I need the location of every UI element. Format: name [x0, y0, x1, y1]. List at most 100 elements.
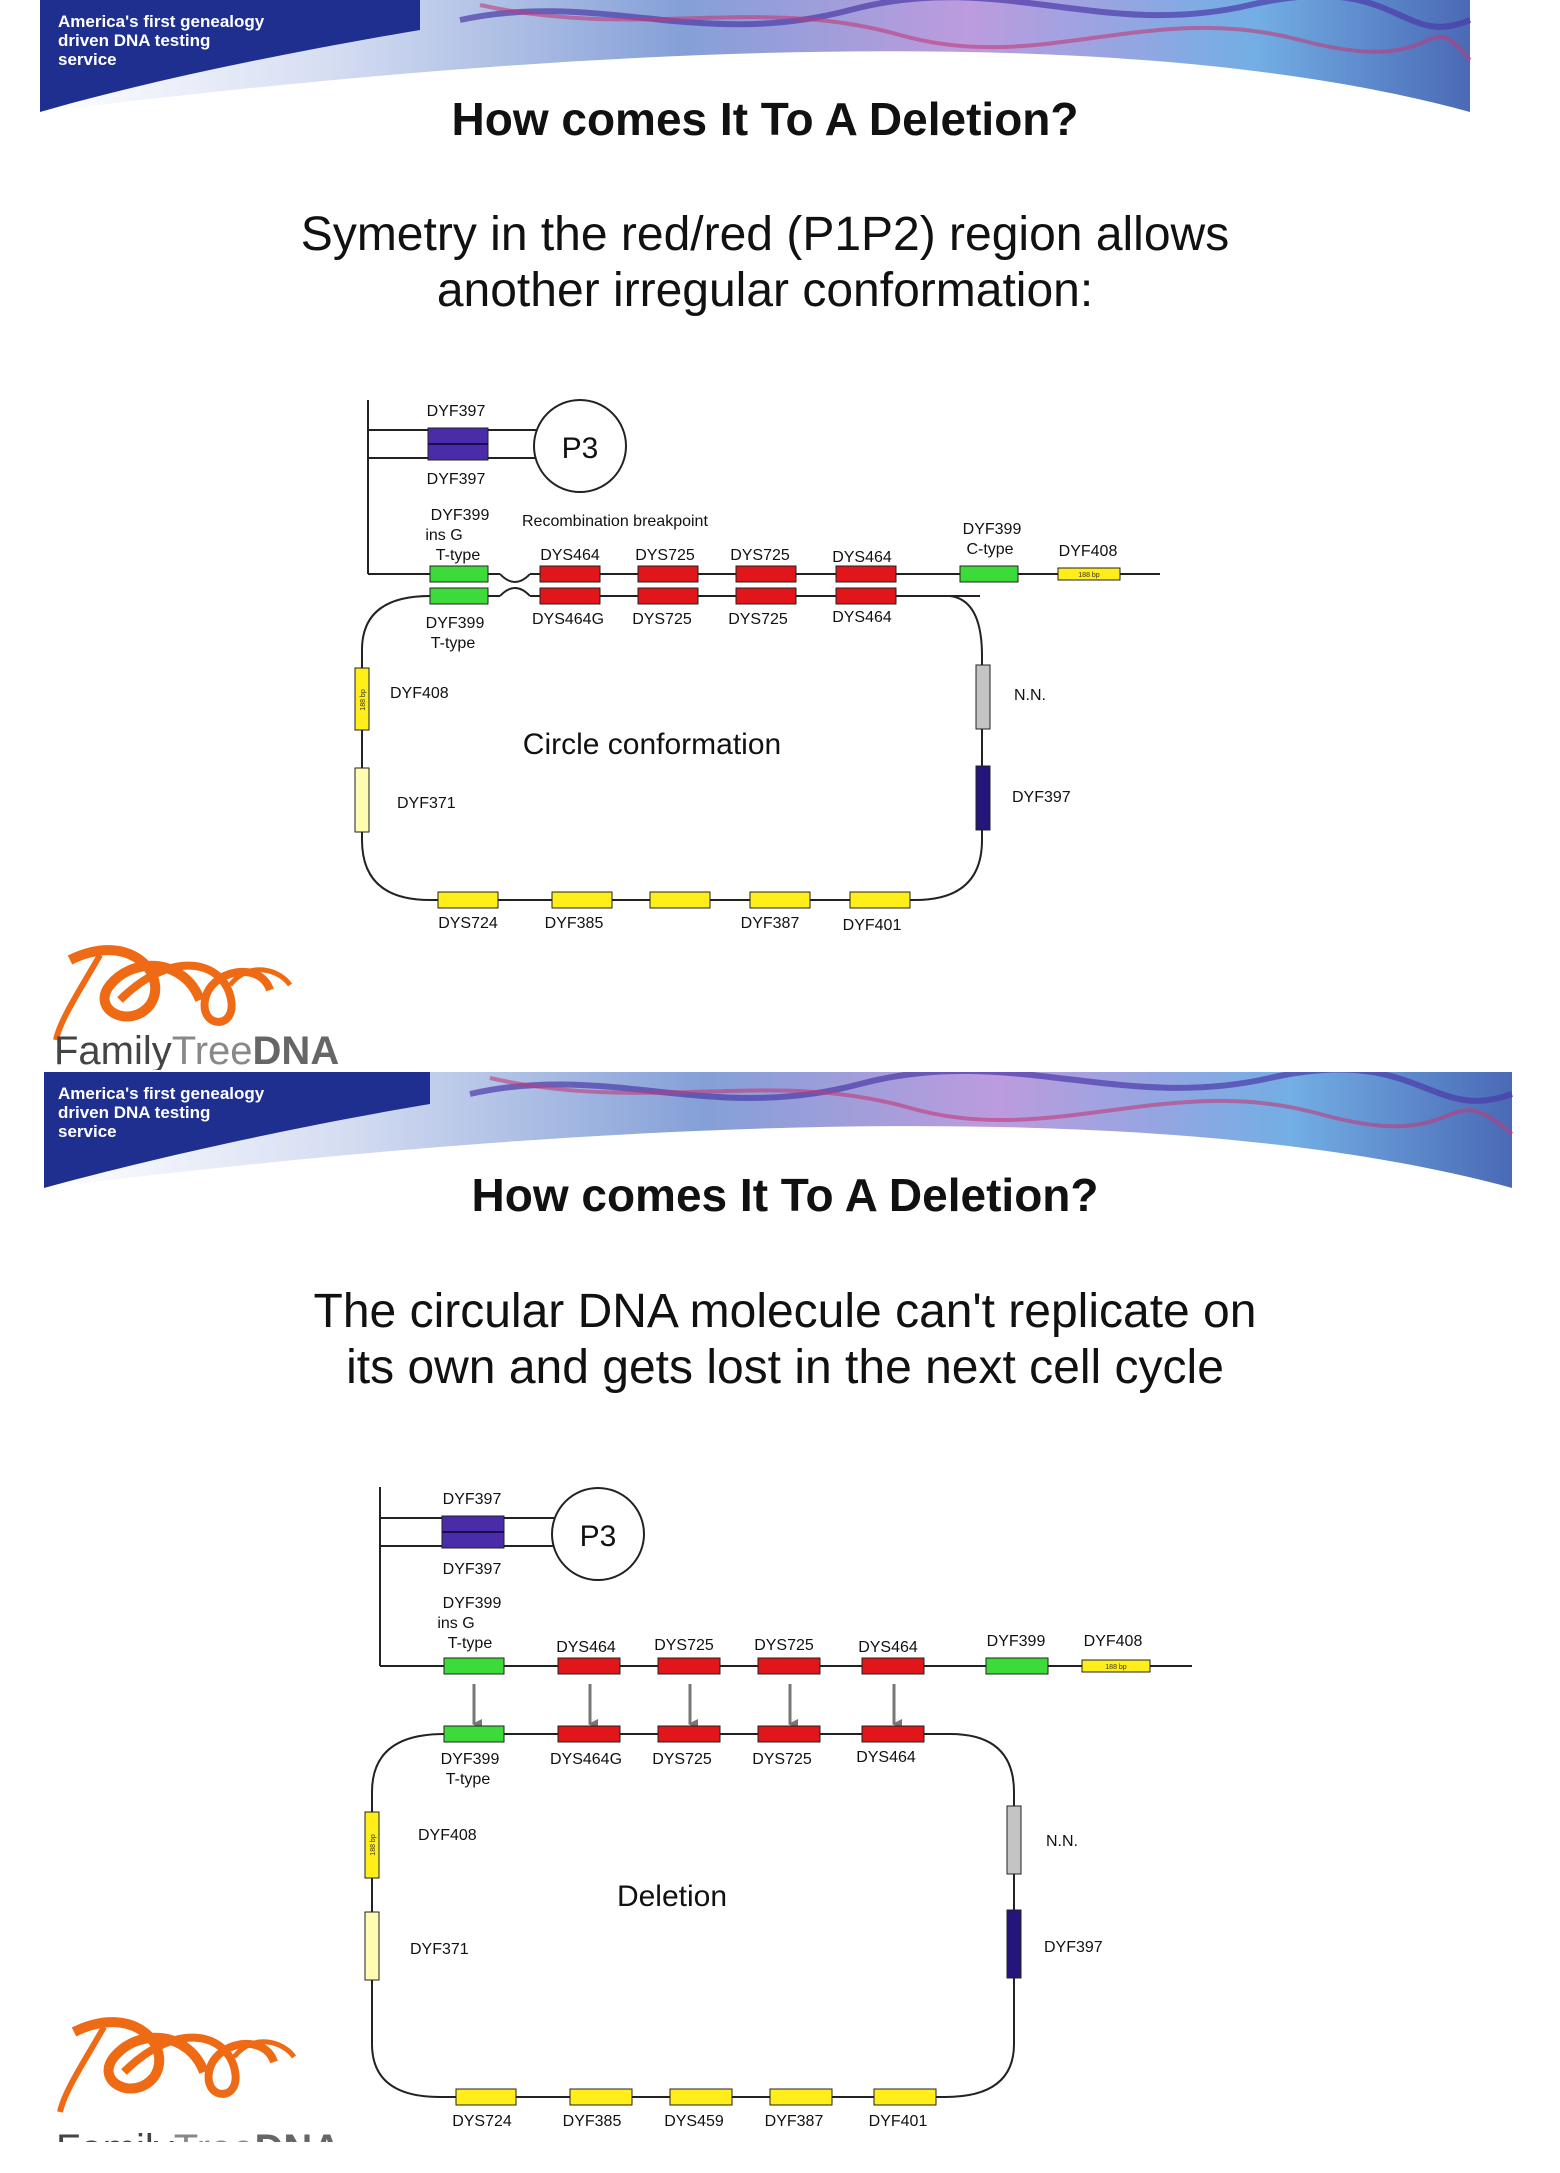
diagram-1: 188 bp 188 bp DYF397 P3 DYF397 DYF399 in… — [354, 399, 1160, 934]
tagline: America's first genealogy driven DNA tes… — [58, 1084, 265, 1141]
logo-part-family: Family — [54, 1029, 172, 1070]
label-bottom-4: DYF387 — [765, 2113, 824, 2130]
red-repeat-l4 — [835, 587, 897, 605]
yellow-repeat-b4 — [749, 891, 811, 909]
label-lower-red-2: DYS725 — [652, 1751, 712, 1768]
label-dyf408-left: DYF408 — [418, 1827, 477, 1844]
yellow-repeat-b2 — [569, 2088, 633, 2106]
slide-2-graphics: 188 bp 188 bp DYF397 — [44, 1072, 1514, 2142]
red-repeat-l3 — [757, 1725, 821, 1743]
label-bottom-5: DYF401 — [869, 2113, 928, 2130]
dyf371-box — [364, 1911, 380, 1981]
label-nn: N.N. — [1014, 687, 1046, 704]
red-repeat-l2 — [657, 1725, 721, 1743]
label-dyf399-insg-2: ins G — [425, 527, 462, 544]
label-upper-red-2: DYS725 — [635, 547, 695, 564]
logo-part-tree: Tree — [174, 2127, 255, 2142]
label-circle-conformation: Circle conformation — [523, 728, 781, 761]
label-dyf399-insg-3: T-type — [436, 547, 481, 564]
label-top-dyf397: DYF397 — [443, 1491, 502, 1508]
red-repeat-l3 — [735, 587, 797, 605]
dyf408-right-box — [1057, 567, 1121, 581]
label-dyf397-right: DYF397 — [1012, 789, 1071, 806]
slide-title: How comes It To A Deletion? — [451, 93, 1079, 145]
slide-title: How comes It To A Deletion? — [471, 1169, 1099, 1221]
bp-left-label: 188 bp — [360, 689, 367, 711]
label-dyf399-ttype-1: DYF399 — [441, 1751, 500, 1768]
red-repeat-u1 — [539, 565, 601, 583]
family-tree-dna-logo-icon — [57, 2017, 297, 2113]
dyf399-ttype-box — [429, 587, 489, 605]
red-repeat-u4 — [835, 565, 897, 583]
yellow-repeat-b4 — [769, 2088, 833, 2106]
dyf397-right-box — [1006, 1909, 1022, 1979]
yellow-repeat-b5 — [873, 2088, 937, 2106]
label-dyf399-ctype-1: DYF399 — [963, 521, 1022, 538]
red-repeat-l4 — [861, 1725, 925, 1743]
yellow-repeat-b3 — [649, 891, 711, 909]
slide-subtitle: Symetry in the red/red (P1P2) region all… — [300, 208, 1230, 317]
label-dyf399-right: DYF399 — [987, 1633, 1046, 1650]
dyf408-left-box — [364, 1811, 380, 1879]
label-dyf408-left: DYF408 — [390, 685, 449, 702]
diagram-2: 188 bp 188 bp DYF397 — [364, 1487, 1192, 2130]
dyf397-right-box — [975, 765, 991, 831]
slide-subtitle: The circular DNA molecule can't replicat… — [313, 1285, 1257, 1394]
bp-right-label: 188 bp — [1105, 1664, 1127, 1671]
family-tree-dna-logo-icon — [53, 945, 293, 1041]
dyf399-ctype-box — [959, 565, 1019, 583]
label-dyf408-right: DYF408 — [1084, 1633, 1143, 1650]
red-repeat-u3 — [735, 565, 797, 583]
slide-1-graphics: 188 bp 188 bp DYF397 P3 DYF397 DYF399 in… — [40, 0, 1472, 1070]
label-p3: P3 — [580, 1520, 617, 1553]
red-repeat-l1 — [557, 1725, 621, 1743]
label-dyf399-insg-3: T-type — [448, 1635, 493, 1652]
nn-box — [975, 664, 991, 730]
label-lower-red-3: DYS725 — [752, 1751, 812, 1768]
yellow-repeat-b5 — [849, 891, 911, 909]
red-repeat-u1 — [557, 1657, 621, 1675]
tagline: America's first genealogy driven DNA tes… — [58, 12, 265, 69]
label-top-dyf397: DYF397 — [427, 403, 486, 420]
red-repeat-u2 — [657, 1657, 721, 1675]
label-bottom-1: DYS724 — [452, 2113, 512, 2130]
dna-helix-banner-icon — [40, 0, 1472, 112]
label-bottom-3: DYS459 — [664, 2113, 724, 2130]
label-upper-red-4: DYS464 — [858, 1639, 918, 1656]
slide-2: 188 bp 188 bp DYF397 — [0, 1072, 1560, 2142]
slide-1: 188 bp 188 bp DYF397 P3 DYF397 DYF399 in… — [0, 0, 1560, 1070]
label-upper-red-1: DYS464 — [540, 547, 600, 564]
label-bottom-dyf397: DYF397 — [427, 471, 486, 488]
yellow-repeat-b2 — [551, 891, 613, 909]
label-dyf371: DYF371 — [410, 1941, 469, 1958]
logo-part-tree: Tree — [172, 1029, 253, 1070]
p3-loop — [533, 399, 627, 493]
nn-box — [1006, 1805, 1022, 1875]
label-dyf399-insg-1: DYF399 — [431, 507, 490, 524]
logo-part-family: Family — [56, 2127, 174, 2142]
label-nn: N.N. — [1046, 1833, 1078, 1850]
label-deletion: Deletion — [617, 1880, 727, 1913]
label-dyf399-ttype-2: T-type — [431, 635, 476, 652]
dna-helix-banner-icon — [44, 1072, 1514, 1188]
dyf371-box — [354, 767, 370, 833]
label-lower-red-1: DYS464G — [550, 1751, 622, 1768]
label-upper-red-2: DYS725 — [654, 1637, 714, 1654]
label-upper-red-1: DYS464 — [556, 1639, 616, 1656]
label-dyf399-ctype-2: C-type — [966, 541, 1013, 558]
label-dyf399-insg-2: ins G — [437, 1615, 474, 1632]
dyf399-right-box — [985, 1657, 1049, 1675]
red-repeat-u4 — [861, 1657, 925, 1675]
label-upper-red-3: DYS725 — [754, 1637, 814, 1654]
red-repeat-u2 — [637, 565, 699, 583]
label-bottom-1: DYS724 — [438, 915, 498, 932]
yellow-repeat-b3 — [669, 2088, 733, 2106]
label-p3: P3 — [562, 432, 599, 465]
logo-wordmark: FamilyTreeDNA — [56, 2127, 341, 2142]
red-repeat-l2 — [637, 587, 699, 605]
label-recombination-breakpoint: Recombination breakpoint — [522, 513, 708, 530]
label-upper-red-3: DYS725 — [730, 547, 790, 564]
dyf408-right-box — [1081, 1659, 1151, 1673]
label-lower-red-4: DYS464 — [856, 1749, 916, 1766]
yellow-repeat-b1 — [455, 2088, 517, 2106]
